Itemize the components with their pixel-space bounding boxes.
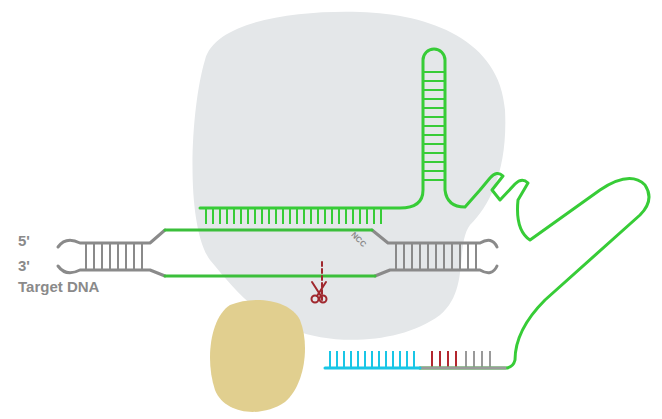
base-pair (424, 80, 444, 82)
base-pair (338, 209, 340, 224)
base-pair (364, 351, 366, 367)
base-pair (350, 351, 352, 367)
base-pair (205, 209, 207, 224)
dna-strand (372, 230, 497, 247)
base-pair (424, 125, 444, 127)
base-pair (282, 209, 284, 224)
base-pair (331, 209, 333, 224)
base-pair (424, 107, 444, 109)
strand-end: 3' (18, 258, 30, 273)
dna-strand (165, 275, 375, 278)
base-pair (424, 152, 444, 154)
base-pair (329, 351, 331, 367)
base-pair (399, 351, 401, 367)
base-pair (85, 244, 87, 269)
base-pair (212, 209, 214, 224)
cut-site (321, 262, 323, 300)
dna-label: Target DNA (18, 279, 99, 294)
base-pair (378, 351, 380, 367)
base-pair (101, 244, 103, 269)
base-pair (427, 244, 429, 269)
base-pair (447, 351, 449, 367)
base-pair (424, 170, 444, 172)
base-pair (296, 209, 298, 224)
base-pair (303, 209, 305, 224)
base-pair (324, 209, 326, 224)
base-pair (473, 351, 475, 367)
base-pair (366, 209, 368, 224)
dna-strand (58, 230, 165, 247)
base-pair (419, 244, 421, 269)
base-pair (431, 351, 433, 367)
base-pair (141, 244, 143, 269)
base-pair (310, 209, 312, 224)
base-pair (93, 244, 95, 269)
base-pair (380, 209, 382, 224)
base-pair (403, 244, 405, 269)
base-pair (475, 244, 477, 269)
base-pair (373, 209, 375, 224)
scissors-icon (312, 282, 327, 303)
base-pair (226, 209, 228, 224)
base-pair (424, 116, 444, 118)
base-pair (133, 244, 135, 269)
base-pair (343, 351, 345, 367)
reverse-transcriptase (210, 300, 305, 412)
base-pair (117, 244, 119, 269)
base-pair (385, 351, 387, 367)
base-pair (392, 351, 394, 367)
base-pair (254, 209, 256, 224)
base-pair (424, 161, 444, 163)
base-pair (125, 244, 127, 269)
base-pair (424, 179, 444, 181)
dna-strand (375, 266, 497, 276)
base-pair (261, 209, 263, 224)
base-pair (455, 351, 457, 367)
base-pair (395, 244, 397, 269)
guide-rna (200, 49, 649, 368)
dna-strand (165, 229, 372, 232)
base-pair (439, 351, 441, 367)
base-pair (345, 209, 347, 224)
primer-binding-site (325, 367, 420, 370)
base-pair (451, 244, 453, 269)
base-pair (109, 244, 111, 269)
base-pair (233, 209, 235, 224)
base-pair (481, 351, 483, 367)
base-pair (424, 134, 444, 136)
base-pairs (86, 72, 490, 367)
base-pair (489, 351, 491, 367)
dna-strand (58, 266, 165, 276)
base-pair (424, 89, 444, 91)
strand-end: 5' (18, 233, 30, 248)
base-pair (413, 351, 415, 367)
base-pair (289, 209, 291, 224)
base-pair (435, 244, 437, 269)
base-pair (459, 244, 461, 269)
rt-template (420, 367, 505, 370)
base-pair (371, 351, 373, 367)
base-pair (240, 209, 242, 224)
base-pair (406, 351, 408, 367)
base-pair (359, 209, 361, 224)
base-pair (247, 209, 249, 224)
base-pair (357, 351, 359, 367)
cas-protein (193, 12, 506, 340)
base-pair (317, 209, 319, 224)
base-pair (411, 244, 413, 269)
base-pair (467, 244, 469, 269)
base-pair (219, 209, 221, 224)
base-pair (352, 209, 354, 224)
base-pair (275, 209, 277, 224)
base-pair (268, 209, 270, 224)
base-pair (424, 71, 444, 73)
base-pair (465, 351, 467, 367)
base-pair (424, 98, 444, 100)
base-pair (443, 244, 445, 269)
base-pair (424, 143, 444, 145)
base-pair (336, 351, 338, 367)
